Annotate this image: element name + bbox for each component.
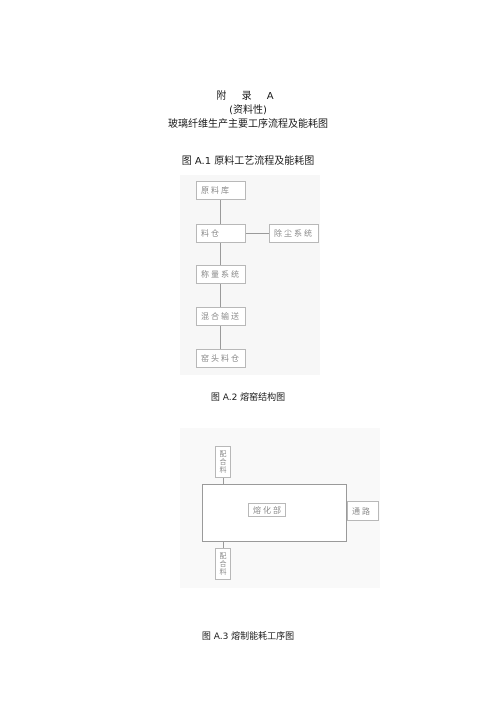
annex-label: 附 录 A — [216, 91, 280, 102]
weighing-system-box: 称量系统 — [196, 265, 246, 284]
annex-type: (资料性) — [229, 105, 267, 116]
connector-line — [220, 326, 221, 349]
connector-line — [220, 243, 221, 265]
material-bin-box: 料仓 — [196, 224, 246, 243]
figure-a3-caption: 图 A.3 熔制能耗工序图 — [201, 632, 295, 642]
raw-material-store-box: 原料库 — [196, 181, 246, 200]
connector-line — [223, 478, 224, 484]
batch-bottom-box: 配合料 — [215, 548, 231, 580]
kiln-head-bin-box: 窑头料仓 — [196, 349, 246, 368]
connector-line — [220, 284, 221, 307]
connector-line — [223, 542, 224, 548]
figure-a1-caption: 图 A.1 原料工艺流程及能耗图 — [181, 156, 315, 167]
figure-a1-flow-diagram: 原料库 料仓 除尘系统 称量系统 混合输送 窑头料仓 — [180, 175, 320, 375]
connector-line — [246, 233, 269, 234]
batch-top-box: 配合料 — [215, 446, 231, 478]
mix-convey-box: 混合输送 — [196, 307, 246, 326]
channel-box: 通路 — [347, 501, 379, 521]
figure-a2-caption: 图 A.2 熔窑结构图 — [210, 393, 286, 403]
annex-title: 玻璃纤维生产主要工序流程及能耗图 — [168, 119, 328, 130]
connector-line — [220, 200, 221, 224]
dust-removal-box: 除尘系统 — [269, 224, 319, 243]
figure-a2-kiln-diagram: 配合料 熔化部 通路 配合料 — [180, 428, 380, 588]
melting-section-box: 熔化部 — [248, 503, 286, 517]
